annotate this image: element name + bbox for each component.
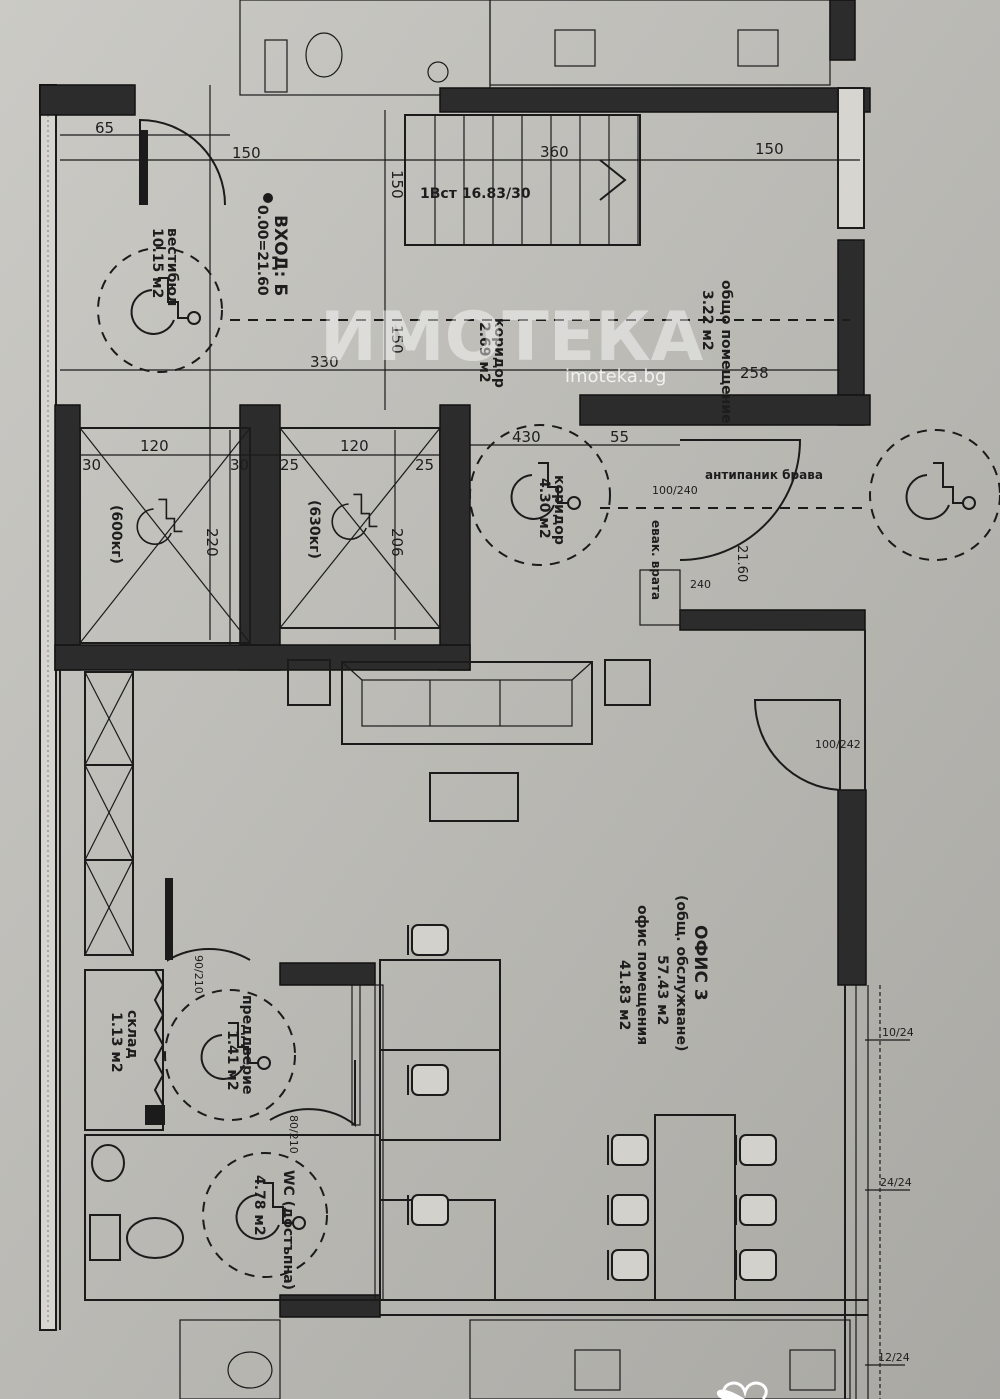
corridor-mid-name: коридор bbox=[551, 475, 567, 545]
office-chair bbox=[607, 1194, 649, 1226]
turning-circle bbox=[164, 989, 296, 1121]
neighbour-unit-bottom bbox=[179, 1319, 851, 1399]
dim-258: 258 bbox=[740, 364, 769, 382]
doors bbox=[139, 118, 841, 1128]
level-label: 21.60 bbox=[734, 545, 749, 582]
dim-55: 55 bbox=[610, 428, 629, 446]
desk bbox=[379, 1049, 501, 1141]
door-size-label: 90/210 bbox=[192, 955, 205, 994]
walls bbox=[39, 84, 881, 1399]
dim-150: 150 bbox=[388, 170, 406, 199]
toilet-icon bbox=[89, 1214, 184, 1261]
dim-430: 430 bbox=[512, 428, 541, 446]
office-chair bbox=[735, 1249, 777, 1281]
corridor-mid-area: 4.30 м2 bbox=[536, 478, 552, 539]
dim-30: 30 bbox=[230, 456, 249, 474]
lift-shaft-right bbox=[279, 427, 441, 629]
armchair bbox=[604, 659, 651, 706]
office-chair bbox=[607, 1249, 649, 1281]
common-room-area: 3.22 м2 bbox=[699, 290, 715, 351]
wc-name: WC (достъпна) bbox=[280, 1170, 296, 1290]
watermark-site: imoteka.bg bbox=[565, 366, 666, 387]
common-room-name: общо помещение bbox=[718, 280, 734, 424]
antipanic-label: антипаник брава bbox=[705, 468, 823, 482]
corridor-top-area: 2.69 м2 bbox=[476, 322, 492, 383]
window-size-label: 24/24 bbox=[880, 1176, 912, 1189]
dim-150: 150 bbox=[388, 325, 406, 354]
wheelchair-icon bbox=[510, 462, 581, 520]
wardrobe bbox=[84, 671, 134, 956]
chairs bbox=[407, 924, 777, 1281]
office-area: 57.43 м2 bbox=[654, 955, 670, 1025]
dimension-lines bbox=[60, 85, 910, 1366]
office-subroom-name: офис помещения bbox=[634, 905, 650, 1045]
vestibule-name: вестибюл bbox=[164, 228, 180, 306]
anteroom-name: преддверие bbox=[239, 995, 255, 1094]
stairs-label: 1Вст 16.83/30 bbox=[420, 186, 531, 202]
turning-circle bbox=[97, 247, 223, 373]
office-subroom-area: 41.83 м2 bbox=[616, 960, 632, 1030]
watermark-logo: ИМОТЕКА bbox=[320, 298, 704, 377]
door-size-label: 100/240 bbox=[652, 484, 698, 497]
wheelchair-icon bbox=[331, 493, 378, 540]
office-chair bbox=[735, 1194, 777, 1226]
wheelchair-icon bbox=[130, 277, 201, 335]
wheelchair-icon bbox=[235, 1182, 306, 1240]
door-size-label: 100/242 bbox=[815, 738, 861, 751]
evac-door-label: евак. врата bbox=[649, 520, 663, 600]
stair-direction-arrow-icon bbox=[599, 159, 627, 201]
dim-240: 240 bbox=[690, 578, 711, 591]
office-chair bbox=[407, 1064, 449, 1096]
dim-30: 30 bbox=[82, 456, 101, 474]
favorite-heart-icon[interactable] bbox=[722, 1381, 768, 1399]
storage-name: склад bbox=[124, 1010, 140, 1059]
office-name: ОФИС 3 bbox=[690, 925, 710, 1001]
office-chair bbox=[607, 1134, 649, 1166]
dim-120: 120 bbox=[340, 437, 369, 455]
lift-right-capacity: (630кг) bbox=[306, 500, 322, 559]
partitions bbox=[84, 969, 384, 1301]
wc-area: 4.78 м2 bbox=[251, 1175, 267, 1236]
corridor-top-name: коридор bbox=[491, 318, 507, 388]
window-size-label: 10/24 bbox=[882, 1026, 914, 1039]
vestibule-area: 10.15 м2 bbox=[149, 228, 165, 298]
entrance-name: ВХОД: Б bbox=[270, 215, 290, 296]
dim-206: 206 bbox=[388, 528, 406, 557]
entrance-level: 0.00=21.60 bbox=[254, 205, 270, 296]
lift-shaft-left bbox=[79, 427, 251, 644]
office-chair bbox=[735, 1134, 777, 1166]
dim-65: 65 bbox=[95, 119, 114, 137]
office-chair bbox=[407, 924, 449, 956]
lift-left-capacity: (600кг) bbox=[108, 505, 124, 564]
sink-icon bbox=[91, 1144, 125, 1182]
armchair bbox=[287, 659, 331, 706]
wheelchair-icon bbox=[200, 1022, 271, 1080]
wheelchair-icon bbox=[905, 462, 976, 520]
window-size-label: 12/24 bbox=[878, 1351, 910, 1364]
sofa bbox=[341, 661, 593, 745]
dim-25: 25 bbox=[280, 456, 299, 474]
office-chair bbox=[407, 1194, 449, 1226]
accessibility-markers bbox=[97, 247, 1000, 1278]
wheelchair-icon bbox=[136, 498, 183, 545]
coffee-table bbox=[429, 772, 519, 822]
dim-150: 150 bbox=[755, 140, 784, 158]
dim-220: 220 bbox=[203, 528, 221, 557]
office-subtitle: (общ. обслужване) bbox=[673, 895, 689, 1051]
dim-120: 120 bbox=[140, 437, 169, 455]
dim-360: 360 bbox=[540, 143, 569, 161]
turning-circle bbox=[869, 429, 1000, 561]
staircase bbox=[404, 114, 641, 246]
dim-330: 330 bbox=[310, 353, 339, 371]
anteroom-area: 1.41 м2 bbox=[224, 1030, 240, 1091]
neighbour-unit-top bbox=[239, 0, 856, 96]
dim-150: 150 bbox=[232, 144, 261, 162]
turning-circle bbox=[202, 1152, 328, 1278]
dim-25: 25 bbox=[415, 456, 434, 474]
level-marker-icon bbox=[263, 193, 273, 203]
storage-area: 1.13 м2 bbox=[108, 1012, 124, 1073]
turning-circle bbox=[469, 424, 611, 566]
